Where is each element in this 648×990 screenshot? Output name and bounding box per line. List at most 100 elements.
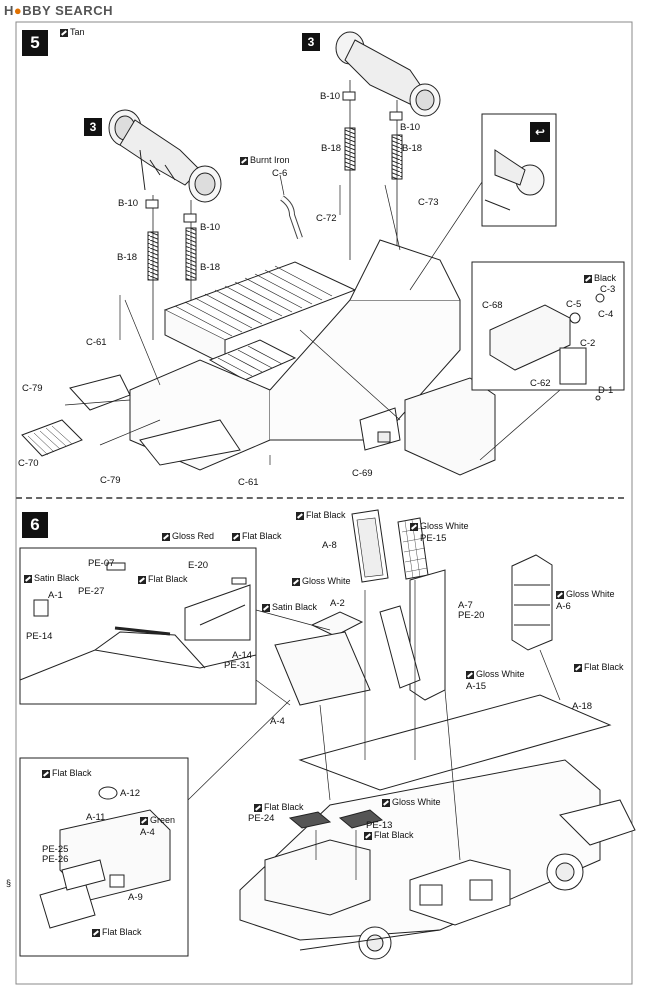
paint-name: Flat Black [52,768,92,778]
part-a4 [274,631,371,706]
return-arrow-icon: ↩ [530,122,550,142]
step-number-badge: 5 [22,30,48,56]
part-label: A-7 [458,600,473,611]
inset-axle-detail [484,149,545,211]
inset-c68-detail [489,293,605,401]
paint-callout-burnt-iron: Burnt Iron [240,155,290,166]
paint-name: Gloss White [566,589,615,599]
part-label: E-20 [188,560,209,571]
axle-assembly-right [335,31,441,300]
part-label: PE-31 [224,660,251,671]
paint-name: Black [594,273,617,283]
inset-dashboard-detail [19,562,257,681]
part-label: B-18 [402,143,423,154]
paint-name: Flat Black [102,927,142,937]
part-label: B-18 [200,262,221,273]
paint-name: Flat Black [374,830,414,840]
logo-o-icon: ● [13,3,23,18]
part-label: A-18 [572,701,593,712]
part-label: A-9 [128,892,143,903]
step-number-badge: 6 [22,512,48,538]
part-label: C-6 [272,168,288,179]
paint-callout: Flat Black [364,830,414,841]
paint-name: Satin Black [272,602,318,612]
grating-plate [21,419,83,457]
part-label: C-68 [482,300,503,311]
part-label: C-69 [352,468,373,479]
logo-suffix: BBY SEARCH [22,3,113,18]
paint-icon [292,577,300,586]
paint-callout-tan: Tan [60,27,85,38]
paint-name: Flat Black [148,574,188,584]
part-label: C-79 [100,475,121,486]
part-label: A-12 [120,788,141,799]
pe15-grid [397,517,429,580]
plate-pe24 [288,811,332,829]
paint-name: Gloss White [392,797,441,807]
part-label: B-10 [400,122,421,133]
part-label: PE-24 [248,813,275,824]
paint-name: Green [150,815,176,825]
substep-badge: 3 [302,33,320,51]
paint-name: Flat Black [242,531,282,541]
part-label: A-1 [48,590,63,601]
paint-callout: Satin Black [24,573,79,584]
part-label: C-3 [600,284,616,295]
part-a2 [310,611,364,637]
paint-name: Satin Black [34,573,80,583]
part-label: A-4 [140,827,155,838]
part-label: PE-25 [42,844,69,855]
paint-callout: Gloss Red [162,531,214,542]
paint-callout: Flat Black [42,768,92,779]
paint-callout: Flat Black [296,510,346,521]
paint-icon [574,663,582,672]
paint-icon [140,816,148,825]
part-label: PE-07 [88,558,115,569]
site-logo: H●BBY SEARCH [4,3,113,18]
logo-prefix: H [4,3,14,18]
margin-mark: § [6,878,12,888]
part-label: A-6 [556,601,571,612]
paint-callout: Flat Black [232,531,282,542]
springs-left [145,195,197,340]
part-label: C-72 [316,213,337,224]
inset-console-detail [39,786,171,929]
paint-icon [254,803,262,812]
paint-icon [556,590,564,599]
engine-deck [163,261,357,381]
part-label: A-2 [330,598,345,609]
part-label: D-1 [598,385,614,396]
part-label: C-2 [580,338,596,349]
paint-icon [466,670,474,679]
axle-assembly-left [108,109,222,203]
paint-callout: Gloss White [556,589,615,600]
paint-callout: Gloss White [382,797,441,808]
part-label: C-70 [18,458,39,469]
paint-icon [24,574,32,583]
paint-icon [262,603,270,612]
part-label: PE-13 [366,820,393,831]
paint-icon [240,156,248,165]
paint-icon [232,532,240,541]
part-label: A-14 [232,650,253,661]
paint-name: Gloss Red [172,531,215,541]
part-label: B-10 [118,198,139,209]
paint-icon [410,522,418,531]
part-label: PE-27 [78,586,105,597]
part-label: A-8 [322,540,337,551]
part-label: B-10 [200,222,221,233]
paint-icon [296,511,304,520]
part-label: A-15 [466,681,487,692]
paint-name: Flat Black [306,510,346,520]
paint-name: Tan [70,27,85,37]
part-label: C-5 [566,299,582,310]
paint-callout: Flat Black [254,802,304,813]
paint-icon [162,532,170,541]
paint-callout: Satin Black [262,602,317,613]
paint-name: Flat Black [264,802,304,812]
paint-name: Gloss White [302,576,351,586]
part-label: PE-20 [458,610,485,621]
step-divider [16,497,624,499]
paint-callout-black: Black [584,273,616,284]
paint-callout: Gloss White [466,669,525,680]
